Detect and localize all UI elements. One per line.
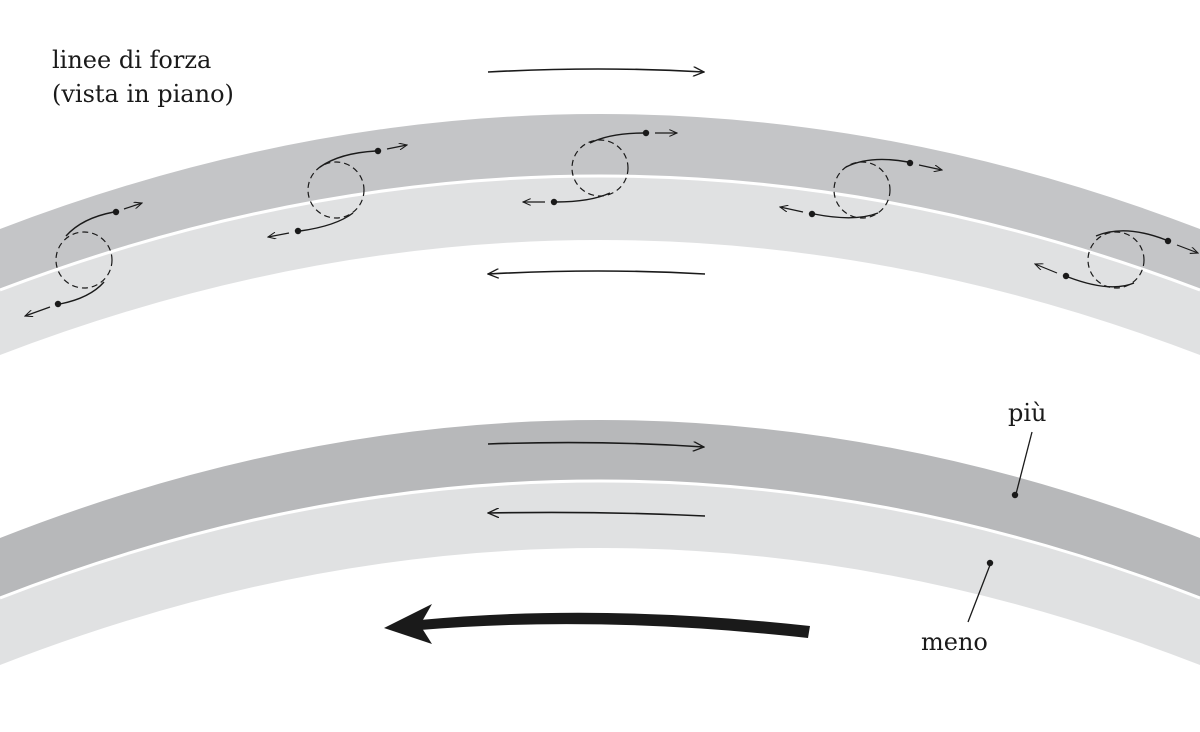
vortex-4 — [780, 158, 942, 219]
rotation-arrow-shaft — [420, 612, 810, 638]
bottom-left-arrow — [488, 512, 706, 516]
vortex-circle — [1087, 231, 1145, 289]
vortex-particle — [374, 147, 382, 155]
label-meno-text: meno — [921, 628, 988, 656]
vortex-lower-arrow — [780, 207, 804, 213]
vortex-lower-arrow — [268, 233, 290, 237]
vortex-lower-curve — [59, 281, 105, 305]
vortex-circle — [55, 231, 113, 289]
vortex-upper-curve — [65, 211, 115, 237]
top-right-arrow — [487, 69, 704, 72]
rotation-arrow-head — [384, 604, 432, 644]
vortex-lower-arrow — [25, 306, 51, 316]
vortex-particle — [642, 129, 650, 137]
rotation-arrow — [384, 604, 810, 644]
label-meno: meno — [921, 559, 994, 656]
vortex-upper-arrow — [386, 145, 407, 149]
label-meno-leader — [967, 564, 991, 623]
vortex-particle — [1062, 272, 1070, 280]
label-piu-leader — [1015, 431, 1033, 495]
bottom-band-outer-dark — [0, 420, 1200, 600]
vortex-particle — [550, 198, 558, 206]
vortex-5 — [1035, 230, 1198, 289]
vortex-upper-arrow — [918, 164, 942, 170]
vortex-1 — [25, 203, 142, 316]
top-band-outer-dark — [0, 114, 1200, 292]
vortex-particle — [54, 300, 62, 308]
vortex-lower-curve — [299, 212, 354, 232]
label-piu-dot — [1011, 491, 1019, 499]
vortex-lower-curve — [555, 192, 611, 203]
label-piu-text: più — [1008, 399, 1047, 427]
top-band — [0, 114, 1200, 355]
vortex-particle — [906, 159, 914, 167]
label-meno-dot — [986, 559, 994, 567]
vortex-upper-arrow — [123, 203, 142, 210]
vortex-3 — [523, 130, 677, 205]
vortex-particle — [294, 227, 302, 235]
vortex-2 — [268, 145, 407, 237]
vortex-upper-curve — [845, 158, 909, 168]
vortex-upper-curve — [1095, 230, 1167, 241]
vortex-upper-curve — [589, 132, 645, 144]
top-band-inner-light — [0, 176, 1200, 355]
vortex-particle — [808, 210, 816, 218]
top-band-divider — [0, 174, 1200, 292]
vortex-particle — [112, 208, 120, 216]
bottom-right-arrow — [487, 443, 704, 447]
diagram-title-line2: (vista in piano) — [52, 80, 234, 108]
vortex-circle — [307, 161, 365, 219]
bottom-band — [0, 420, 1200, 665]
vortex-particle — [1164, 237, 1172, 245]
bottom-band-inner-light — [0, 481, 1200, 665]
diagram-title-line1: linee di forza — [52, 46, 211, 74]
top-left-arrow — [488, 271, 706, 274]
vortex-lower-curve — [813, 212, 879, 219]
vortex-lower-arrow — [1035, 264, 1058, 274]
vortex-upper-arrow — [1176, 244, 1198, 253]
vortex-upper-curve — [319, 150, 377, 168]
vortex-lower-curve — [1067, 276, 1135, 288]
bottom-band-divider — [0, 479, 1200, 600]
label-piu: più — [1008, 399, 1047, 499]
